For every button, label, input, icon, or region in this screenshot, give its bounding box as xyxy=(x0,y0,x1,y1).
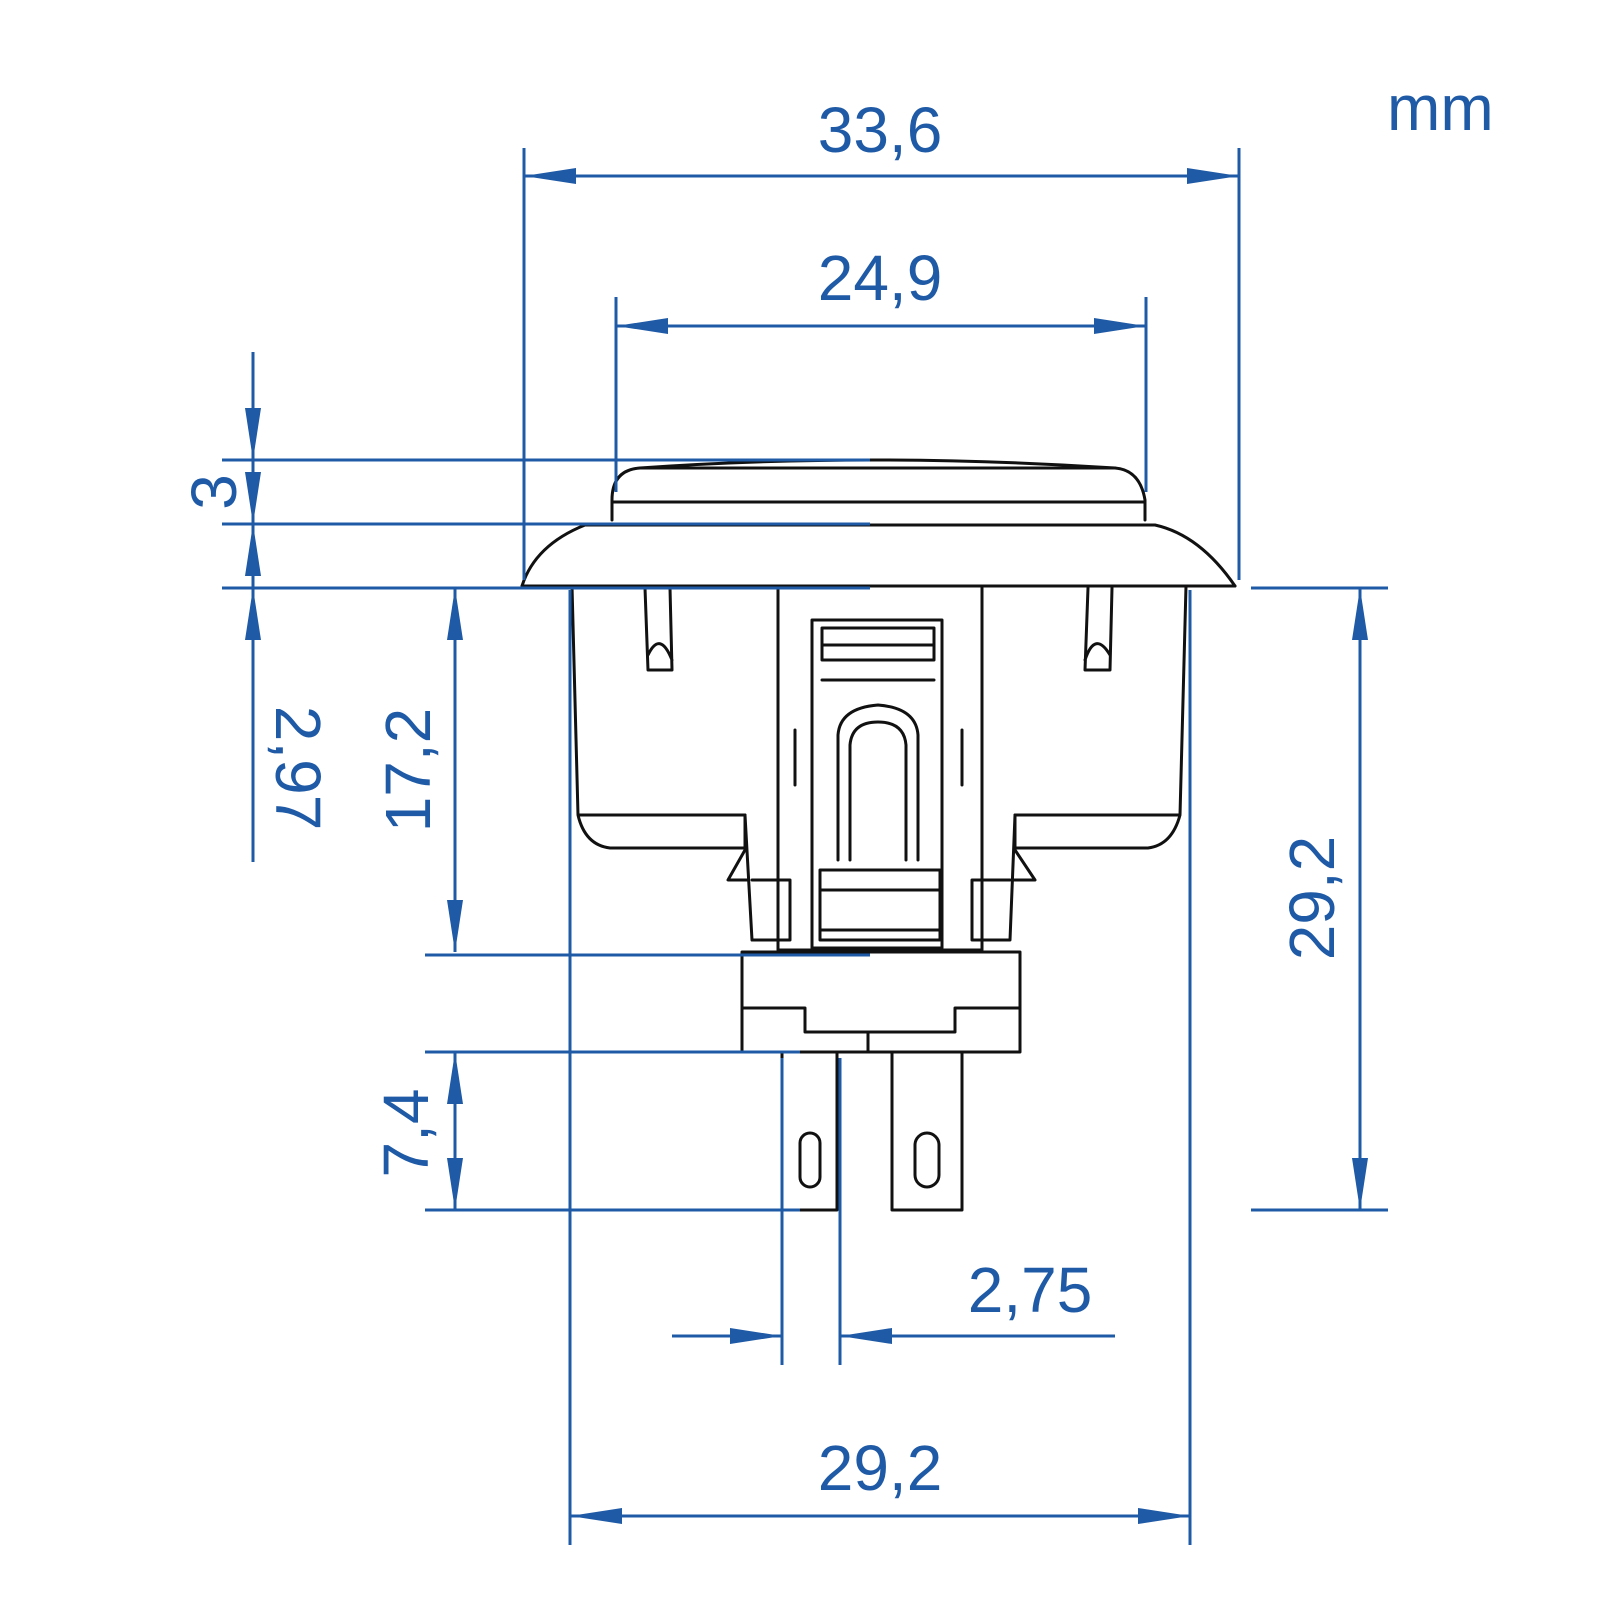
cap-top-curve xyxy=(638,458,1117,470)
dim-terminal-length: 7,4 xyxy=(370,1089,442,1178)
button-cap xyxy=(610,466,1147,522)
dim-body-height: 17,2 xyxy=(372,708,444,833)
terminal-left-hole xyxy=(798,1131,822,1189)
unit-label: mm xyxy=(1387,72,1494,144)
latch-right xyxy=(1083,586,1114,672)
switch-outline xyxy=(520,458,1237,1212)
terminal-right-hole xyxy=(913,1131,941,1189)
microswitch-frame xyxy=(776,586,984,952)
dimension-lines xyxy=(222,148,1388,1545)
dim-cap-width: 24,9 xyxy=(818,242,943,314)
housing-body xyxy=(570,584,747,850)
terminal-right xyxy=(890,1050,964,1212)
dim-cap-height: 3 xyxy=(178,474,250,510)
plunger xyxy=(836,703,920,862)
dim-body-width: 29,2 xyxy=(818,1432,943,1504)
flange xyxy=(520,523,1237,588)
dim-terminal-width: 2,75 xyxy=(968,1254,1093,1326)
dim-total-depth: 29,2 xyxy=(1276,836,1348,961)
latch-left xyxy=(643,586,674,672)
dim-flange-height: 2,97 xyxy=(262,706,334,831)
dim-overall-flange-width: 33,6 xyxy=(818,94,943,166)
terminal-base xyxy=(740,950,1022,1054)
